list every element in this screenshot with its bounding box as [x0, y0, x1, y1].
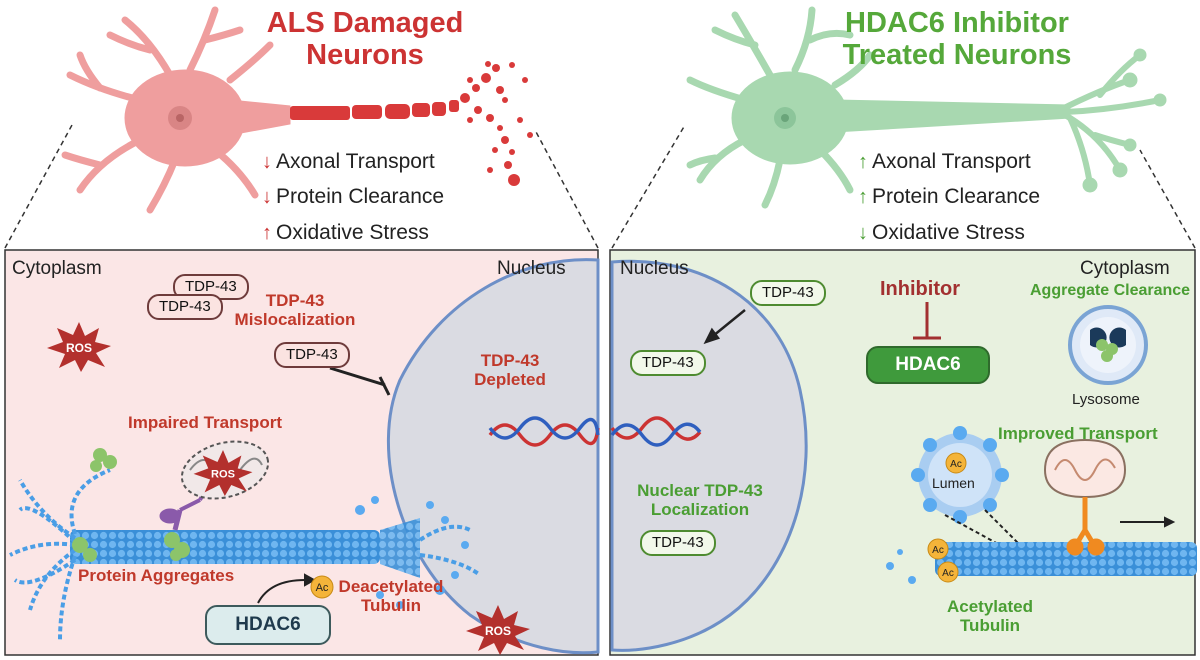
left-effect-3: ↑ Oxidative Stress: [262, 221, 429, 244]
depleted-label: TDP-43 Depleted: [460, 351, 560, 389]
deacetylated-line1: Deacetylated: [338, 577, 444, 596]
mislocalization-line1: TDP-43: [265, 291, 325, 310]
acetyl-icon-left: Ac: [310, 575, 334, 599]
ros-label-2: ROS: [211, 469, 235, 481]
microtubule-left: [70, 518, 420, 578]
acetyl-icon-tubulin-1: Ac: [927, 538, 949, 560]
acetyl-icon-tubulin-2: Ac: [937, 561, 959, 583]
acetyl-icon-lumen: Ac: [945, 452, 967, 474]
lumen-dashed-lines: [944, 509, 1021, 546]
acetylated-line2: Tubulin: [959, 615, 1021, 635]
zoom-line-right-b: [1139, 149, 1196, 249]
tdp43-pill-right-2: TDP-43: [630, 350, 706, 376]
ac-label-tubulin-1: Ac: [932, 545, 944, 556]
hdac6-box-right: HDAC6: [866, 346, 990, 384]
ros-burst-2: ROS: [193, 450, 253, 496]
damaged-neuron: [61, 6, 291, 214]
lysosome-label: Lysosome: [1072, 391, 1140, 408]
up-arrow-icon: ↑: [858, 185, 868, 208]
left-nucleus: [387, 258, 600, 655]
improved-transport-label: Improved Transport: [998, 424, 1158, 443]
inhibitor-bar: [913, 302, 941, 340]
down-arrow-icon: ↓: [262, 185, 272, 208]
deacetylated-label: Deacetylated Tubulin: [336, 577, 446, 615]
left-effect-1: ↓ Axonal Transport: [262, 150, 435, 173]
microtubule-right: [935, 542, 1197, 576]
ros-label-1: ROS: [66, 341, 92, 355]
ac-label-left: Ac: [316, 582, 329, 594]
acetylated-tubulin-label: Acetylated Tubulin: [935, 597, 1045, 635]
nuclear-line1: Nuclear TDP-43: [637, 481, 763, 500]
down-arrow-icon: ↓: [858, 221, 868, 244]
dna-left: [488, 416, 600, 447]
transport-direction-arrow: [1120, 516, 1176, 528]
tdp43-pill-left-2: TDP-43: [147, 294, 223, 320]
ros-burst-3: ROS: [466, 605, 530, 655]
free-tubulin-right: [886, 549, 916, 584]
right-cytoplasm-label: Cytoplasm: [1080, 258, 1170, 279]
import-arrow-right: [703, 309, 746, 345]
zoom-line-right-a: [611, 124, 686, 249]
nuclear-line2: Localization: [650, 499, 750, 519]
lumen-beads: [911, 426, 1009, 524]
right-effect-3: ↓ Oxidative Stress: [858, 221, 1025, 244]
left-title-line1: ALS Damaged: [266, 7, 464, 39]
right-title-line1: HDAC6 Inhibitor: [845, 7, 1069, 39]
right-effect-text-1: Axonal Transport: [872, 150, 1031, 173]
impaired-transport-label: Impaired Transport: [128, 413, 282, 432]
tdp43-pill-left-3: TDP-43: [274, 342, 350, 368]
right-effect-text-3: Oxidative Stress: [872, 221, 1025, 244]
deacetylation-arrow: [257, 573, 317, 604]
dna-right: [610, 416, 702, 447]
zoom-line-left-b: [534, 129, 599, 249]
tdp43-pill-right-3: TDP-43: [640, 530, 716, 556]
left-effect-text-3: Oxidative Stress: [276, 221, 429, 244]
mislocalization-line2: Mislocalization: [234, 309, 356, 329]
tdp43-pill-right-1: TDP-43: [750, 280, 826, 306]
left-title: ALS Damaged Neurons: [240, 7, 490, 72]
depleted-line2: Depleted: [474, 369, 546, 389]
lumen-sphere: [918, 433, 1002, 517]
tubulin-strands: [9, 468, 482, 641]
motor-protein-right: [1066, 497, 1105, 556]
inhibitor-label: Inhibitor: [880, 278, 960, 300]
lysosome: [1068, 305, 1148, 385]
healthy-mitochondrion: [1043, 438, 1127, 499]
lumen-label: Lumen: [932, 475, 975, 491]
hdac6-box-left: HDAC6: [205, 605, 331, 645]
left-effect-2: ↓ Protein Clearance: [262, 185, 444, 208]
depleted-line1: TDP-43: [480, 351, 540, 370]
free-tubulin-left: [355, 496, 469, 609]
left-effect-text-2: Protein Clearance: [276, 185, 445, 208]
right-nucleus-label: Nucleus: [620, 258, 689, 279]
right-title-line2: Treated Neurons: [842, 38, 1072, 71]
ac-label-lumen: Ac: [950, 459, 962, 470]
protein-aggregates-label: Protein Aggregates: [78, 566, 235, 585]
left-nucleus-label: Nucleus: [497, 258, 566, 279]
down-arrow-icon: ↓: [262, 150, 272, 173]
aggregate-clearance-label: Aggregate Clearance: [1030, 282, 1191, 299]
ros-label-3: ROS: [485, 624, 511, 638]
ac-label-tubulin-2: Ac: [942, 568, 954, 579]
left-cytoplasm-label: Cytoplasm: [12, 258, 102, 279]
right-effect-2: ↑ Protein Clearance: [858, 185, 1040, 208]
inhibition-arrow-left: [329, 366, 391, 396]
fragmented-axon: [290, 61, 533, 186]
nuclear-localization-label: Nuclear TDP-43 Localization: [610, 481, 790, 519]
right-title: HDAC6 Inhibitor Treated Neurons: [832, 7, 1082, 72]
up-arrow-icon: ↑: [262, 221, 272, 244]
mislocalization-label: TDP-43 Mislocalization: [225, 291, 365, 329]
acetylated-line1: Acetylated: [947, 597, 1033, 616]
left-title-line2: Neurons: [306, 38, 424, 71]
left-effect-text-1: Axonal Transport: [276, 150, 435, 173]
up-arrow-icon: ↑: [858, 150, 868, 173]
protein-aggregates: [72, 448, 190, 562]
right-effect-1: ↑ Axonal Transport: [858, 150, 1031, 173]
zoom-line-left-a: [4, 124, 73, 249]
deacetylated-line2: Tubulin: [360, 595, 422, 615]
right-effect-text-2: Protein Clearance: [872, 185, 1041, 208]
ros-burst-1: ROS: [47, 322, 111, 372]
